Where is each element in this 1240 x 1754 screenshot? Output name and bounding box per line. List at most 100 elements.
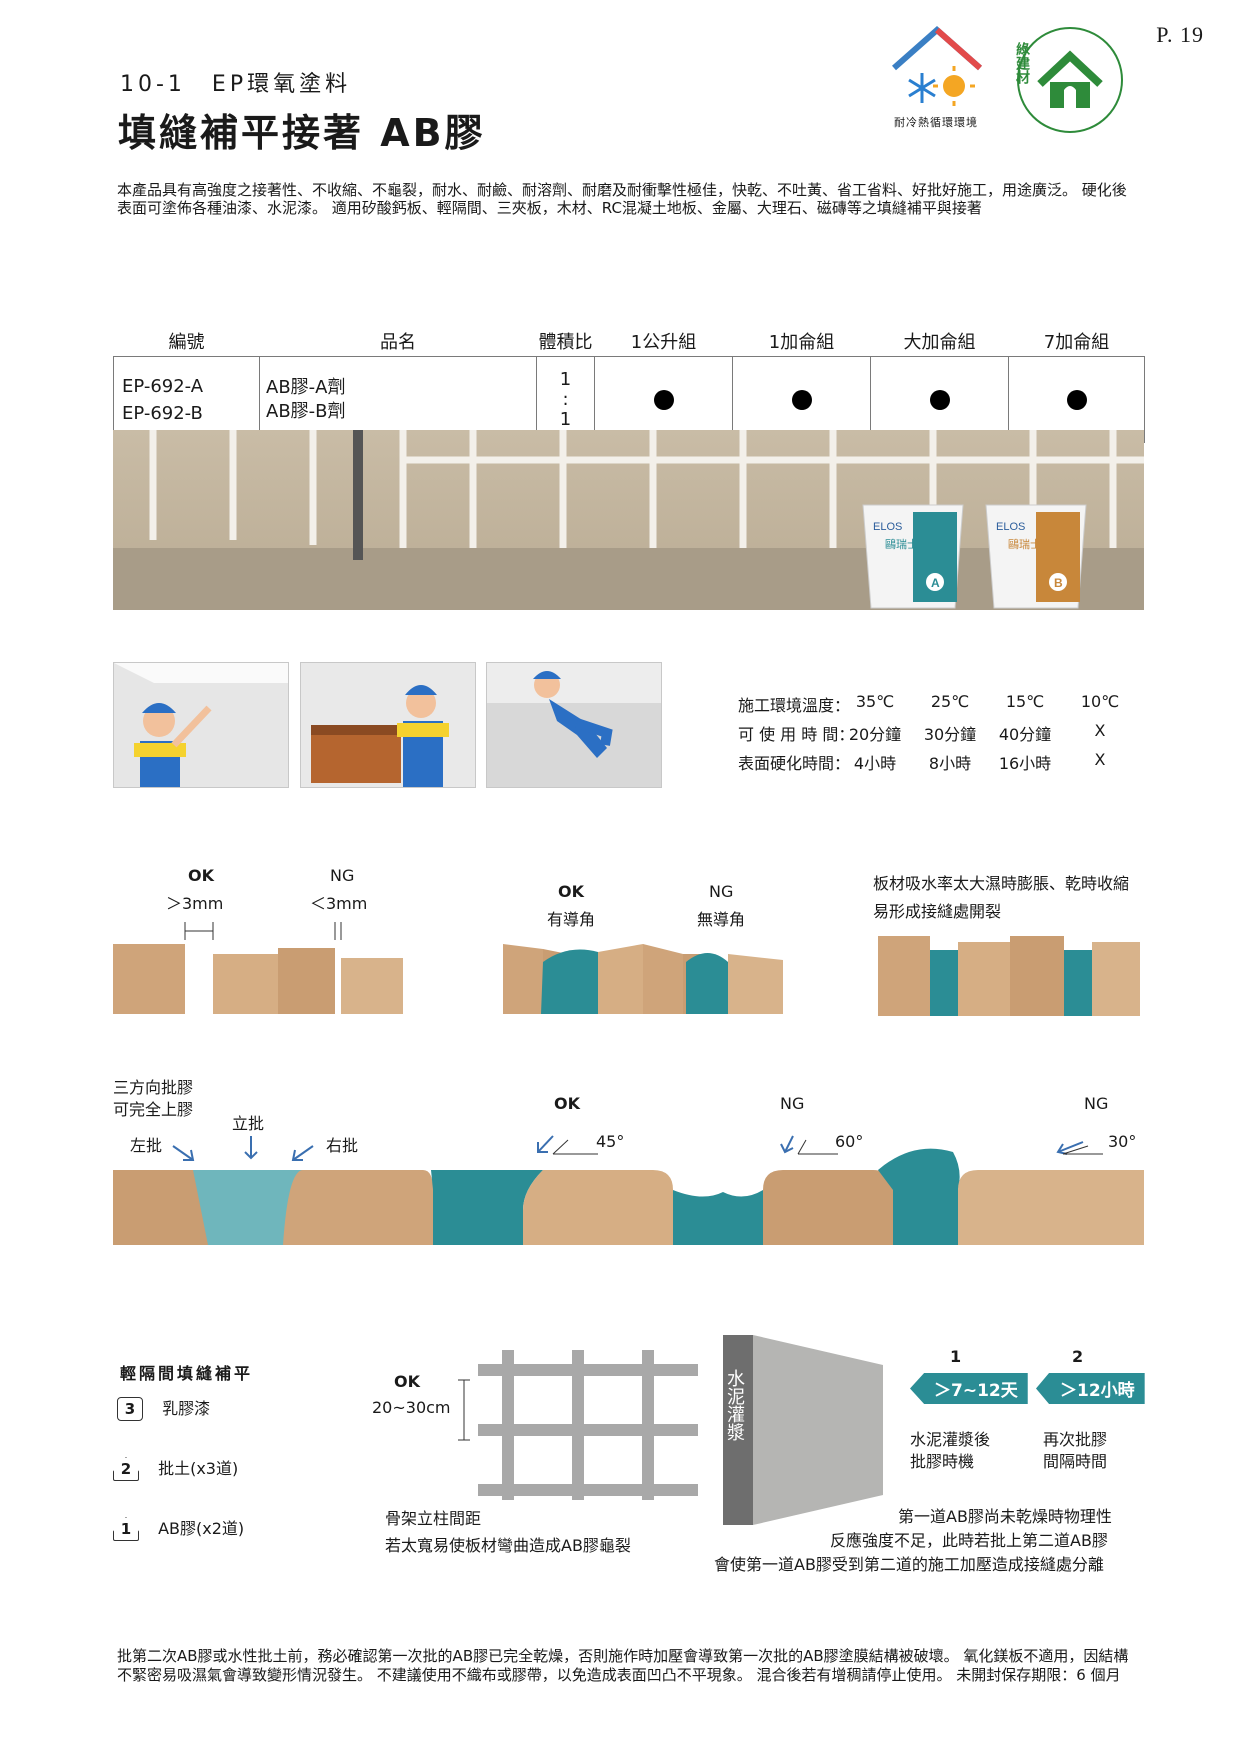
spec-table: 編號 品名 體積比 1公升組 1加侖組 大加侖組 7加侖組 EP-692-A E…: [113, 328, 1145, 443]
worker-cabinet-illustration: [300, 662, 476, 788]
apply-arrow-icon: [172, 1135, 1084, 1161]
layer-label: AB膠(x2道): [158, 1519, 245, 1538]
heat-cycle-text: 耐冷熱循環環境: [894, 116, 978, 129]
chamfer-diagram: [503, 934, 783, 1014]
header-1gal: 1加侖組: [768, 332, 835, 353]
layer-label: 批土(x3道): [158, 1459, 239, 1478]
cure-cell: 20分鐘: [848, 725, 902, 744]
angle-ok-label: OK: [554, 1094, 580, 1113]
bucket-b-letter: B: [1054, 576, 1063, 590]
ratio-colon: :: [562, 388, 569, 410]
ratio-cell: 1 : 1: [536, 356, 595, 443]
cement-note3: 會使第一道AB膠受到第二道的施工加壓造成接縫處分離: [714, 1555, 1104, 1574]
layer-number: 1: [113, 1517, 139, 1541]
gap-diagram: [113, 918, 403, 1014]
step2-tag: ＞12小時: [1036, 1373, 1145, 1404]
step1-line2: 批膠時機: [910, 1452, 975, 1471]
product-bucket-a: ELOS 鷗瑞士 A: [862, 504, 964, 609]
angle-ng2-label: NG: [1084, 1094, 1109, 1113]
angle-ng1-value: 60°: [835, 1132, 864, 1151]
code-cell: EP-692-A EP-692-B: [113, 356, 260, 443]
cure-row-label: 施工環境溫度：: [738, 696, 851, 715]
header-big-gal: 大加侖組: [903, 332, 976, 353]
name-b: AB膠-B劑: [266, 400, 346, 422]
cure-row-label: 可 使 用 時 間：: [738, 725, 855, 744]
absorb-diagram: [878, 913, 1140, 1016]
angle-ng1-label: NG: [780, 1094, 805, 1113]
cure-cell: X: [1094, 750, 1106, 769]
step2-line2: 間隔時間: [1043, 1452, 1108, 1471]
header-ratio: 體積比: [538, 332, 593, 353]
stud-note2: 若太寬易使板材彎曲造成AB膠龜裂: [385, 1536, 631, 1555]
cement-note1: 第一道AB膠尚未乾燥時物理性: [898, 1507, 1112, 1526]
gap-ng-size: ＜3mm: [310, 894, 368, 913]
bucket-a-name: 鷗瑞士: [885, 537, 918, 551]
three-direction-line2: 可完全上膠: [113, 1100, 194, 1119]
page-title: 填縫補平接著 AB膠: [118, 111, 486, 155]
section-heading: 10-1 EP環氧塗料: [120, 72, 352, 97]
right-apply-label: 右批: [326, 1136, 359, 1155]
stud-spacing: 20~30cm: [372, 1398, 451, 1417]
name-cell: AB膠-A劑 AB膠-B劑: [259, 356, 537, 443]
layer-item: 1 AB膠(x2道): [113, 1515, 244, 1541]
cure-row-label: 表面硬化時間：: [738, 754, 851, 773]
green-building-house-icon: [1017, 27, 1123, 133]
bucket-b-brand: ELOS: [996, 521, 1025, 533]
layer-item: 2 批土(x3道): [113, 1455, 238, 1481]
chamfer-ok-label: OK: [558, 882, 584, 901]
code-b: EP-692-B: [122, 402, 203, 424]
step2-number: 2: [1072, 1347, 1084, 1366]
gap-ng-label: NG: [330, 866, 355, 885]
bucket-b-name: 鷗瑞士: [1008, 537, 1041, 551]
angle-ok-value: 45°: [596, 1132, 625, 1151]
cure-cell: 25℃: [930, 692, 970, 711]
layers-title: 輕隔間填縫補平: [120, 1364, 254, 1383]
header-7gal: 7加侖組: [1043, 332, 1110, 353]
interior-photo: ELOS 鷗瑞士 A ELOS 鷗瑞士 B: [113, 430, 1144, 610]
bucket-a-brand: ELOS: [873, 521, 902, 533]
absorb-line2: 易形成接縫處開裂: [873, 902, 1002, 921]
snowflake-sun-house-icon: [892, 25, 982, 106]
worker-ceiling-illustration: [113, 662, 289, 788]
worker-floor-illustration: [486, 662, 662, 788]
availability-1gal: [732, 356, 871, 443]
available-dot-icon: [653, 389, 674, 410]
ratio-bottom: 1: [559, 408, 572, 430]
cure-cell: X: [1094, 721, 1106, 740]
left-apply-label: 左批: [130, 1136, 163, 1155]
cure-cell: 4小時: [853, 754, 897, 773]
available-dot-icon: [929, 389, 950, 410]
step2-line1: 再次批膠: [1043, 1430, 1108, 1449]
available-dot-icon: [1066, 389, 1087, 410]
intro-paragraph: 本產品具有高強度之接著性、不收縮、不龜裂，耐水、耐鹼、耐溶劑、耐磨及耐衝擊性極佳…: [117, 181, 1127, 217]
step1-number: 1: [950, 1347, 962, 1366]
vertical-apply-label: 立批: [232, 1114, 265, 1133]
bucket-a-letter: A: [931, 576, 940, 590]
layer-number: 2: [113, 1457, 139, 1481]
ratio-top: 1: [559, 368, 572, 390]
stud-grid-diagram: [458, 1350, 698, 1500]
cure-cell: 40分鐘: [998, 725, 1052, 744]
direction-diagram: [113, 1110, 1144, 1245]
cure-cell: 30分鐘: [923, 725, 977, 744]
layer-number: 3: [117, 1397, 143, 1421]
cure-row: 可 使 用 時 間：: [738, 721, 854, 745]
chamfer-ng-note: 無導角: [697, 910, 746, 929]
heat-cycle-logo: 耐冷熱循環環境: [880, 18, 995, 133]
name-a: AB膠-A劑: [266, 376, 346, 398]
availability-7gal: [1008, 356, 1145, 443]
availability-big-gal: [870, 356, 1009, 443]
cure-row: 施工環境溫度：: [738, 692, 850, 716]
layer-item: 3 乳膠漆: [117, 1395, 210, 1421]
three-direction-line1: 三方向批膠: [113, 1078, 194, 1097]
cure-cell: 15℃: [1005, 692, 1045, 711]
header-name: 品名: [380, 332, 416, 353]
cure-cell: 16小時: [998, 754, 1052, 773]
available-dot-icon: [791, 389, 812, 410]
code-a: EP-692-A: [122, 375, 204, 397]
header-1l: 1公升組: [630, 332, 697, 353]
product-bucket-b: ELOS 鷗瑞士 B: [985, 504, 1087, 609]
header-code: 編號: [168, 332, 205, 353]
cure-cell: 10℃: [1080, 692, 1120, 711]
step1-line1: 水泥灌漿後: [910, 1430, 991, 1449]
